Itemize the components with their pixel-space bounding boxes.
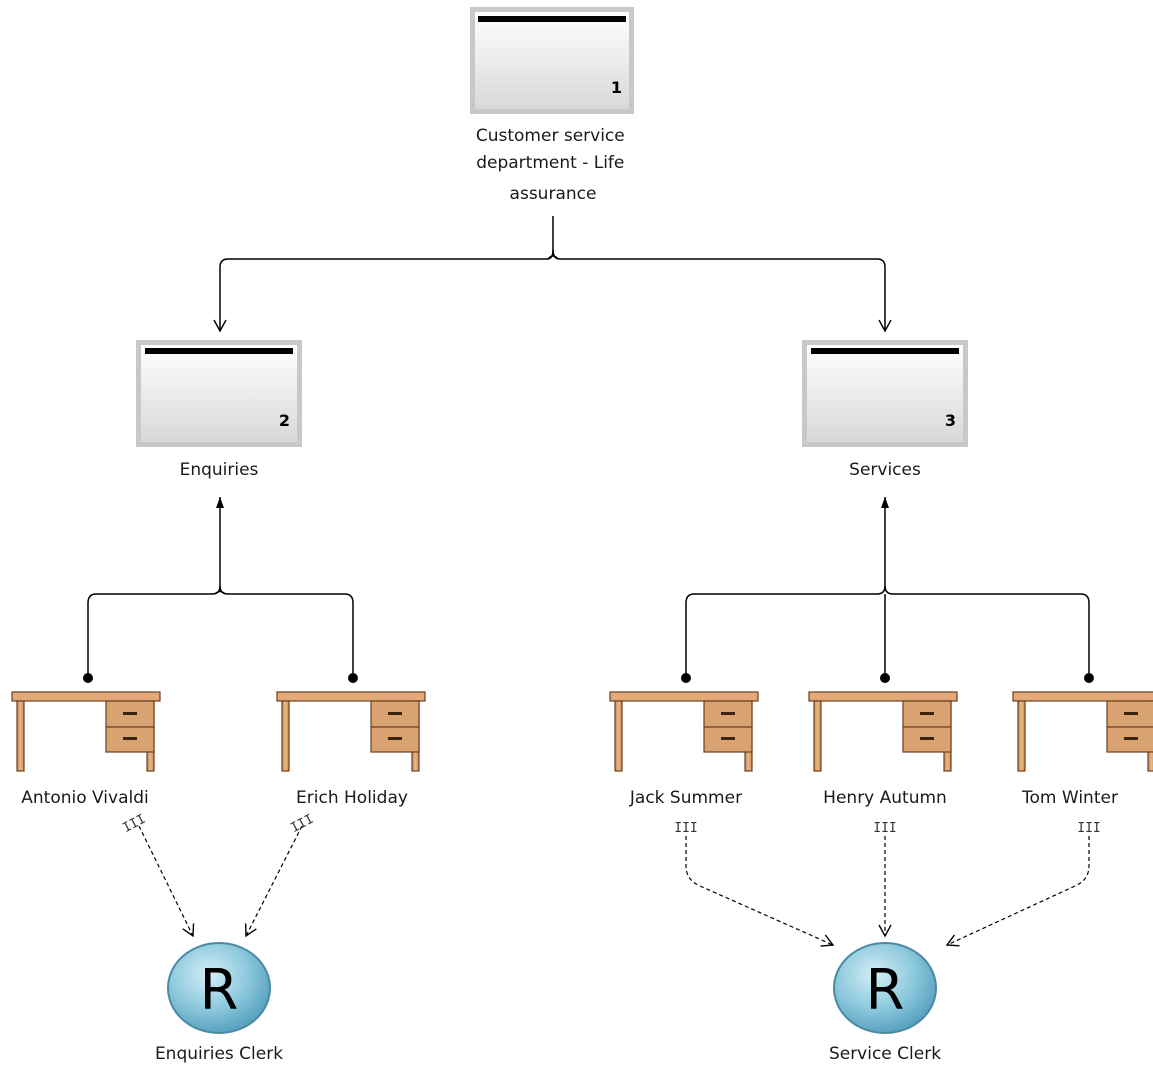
desk-icon (609, 691, 759, 772)
desk-leg (1017, 700, 1026, 772)
desk-icon (276, 691, 426, 772)
org-unit-label-line: Enquiries (180, 460, 259, 480)
connector-p2-ou2 (219, 585, 354, 676)
connector-dot-p5 (1084, 673, 1094, 683)
connector-p1-ou2 (87, 497, 224, 676)
desk-top (1012, 691, 1153, 702)
org-unit-box-inner (475, 12, 629, 109)
role-1[interactable]: R Enquiries Clerk (155, 942, 283, 1064)
connector-dot-p4 (880, 673, 890, 683)
desk-handle (388, 737, 402, 740)
desk-handle (123, 737, 137, 740)
org-unit-number: 1 (611, 78, 622, 97)
org-unit-number: 3 (945, 411, 956, 430)
org-unit-number: 2 (279, 411, 290, 430)
desk-handle (1124, 737, 1138, 740)
org-unit-label: Enquiries (180, 460, 259, 480)
desk-leg (813, 700, 822, 772)
person-name: Erich Holiday (296, 788, 408, 808)
org-unit-bar (145, 348, 293, 354)
connector-p5-ou3 (884, 585, 1090, 676)
org-unit-label-line: department - Life (476, 153, 624, 173)
connector-dot-p1 (83, 673, 93, 683)
person-name: Jack Summer (629, 788, 742, 808)
desk-handle (920, 737, 934, 740)
desk-handle (721, 712, 735, 715)
desk-handle (388, 712, 402, 715)
org-unit-label-line: assurance (510, 184, 597, 204)
role-icon (833, 942, 937, 1034)
multiplicity-marker: III (873, 821, 896, 836)
connector-dot-p2 (348, 673, 358, 683)
org-unit-label-line: Services (849, 460, 921, 480)
desk-handle (920, 712, 934, 715)
person-name: Henry Autumn (823, 788, 947, 808)
desk-drawer (105, 726, 155, 753)
desk-top (808, 691, 958, 702)
role-label: Service Clerk (829, 1044, 941, 1064)
desk-icon (1012, 691, 1153, 772)
org-unit-bar (811, 348, 959, 354)
multiplicity-marker: III (120, 812, 148, 836)
role-icon (167, 942, 271, 1034)
org-unit-1[interactable]: 1 Customer service department - Life ass… (470, 7, 634, 204)
desk-leg (281, 700, 290, 772)
role-2[interactable]: R Service Clerk (829, 942, 941, 1064)
desk-top (11, 691, 161, 702)
multiplicity-marker: III (1077, 821, 1100, 836)
connector-lines (83, 216, 1094, 683)
person-name: Tom Winter (1021, 788, 1118, 808)
desk-handle (721, 737, 735, 740)
role-label: Enquiries Clerk (155, 1044, 283, 1064)
connector-hop (547, 255, 559, 260)
desk-icon (11, 691, 161, 772)
person-name: Antonio Vivaldi (21, 788, 148, 808)
desk-leg (614, 700, 623, 772)
org-unit-label: Customer service department - Life assur… (476, 126, 630, 204)
connector-ou1-ou3 (552, 249, 892, 333)
role-letter: R (866, 958, 905, 1023)
desk-leg (16, 700, 25, 772)
role-link-p5-r2 (945, 836, 1090, 947)
org-unit-label: Services (849, 460, 921, 480)
desk-top (276, 691, 426, 702)
connector-p3-ou3 (685, 497, 889, 676)
desk-handle (1124, 712, 1138, 715)
multiplicity-marker: III (674, 821, 697, 836)
org-unit-bar (478, 16, 626, 22)
org-unit-box-inner (141, 345, 297, 442)
role-assignment-lines (138, 825, 1090, 947)
desk-handle (123, 712, 137, 715)
role-letter: R (200, 958, 239, 1023)
role-link-p3-r2 (685, 836, 835, 947)
connector-dot-p3 (681, 673, 691, 683)
desk-top (609, 691, 759, 702)
role-link-p2-r1 (244, 825, 303, 938)
role-link-p1-r1 (138, 825, 195, 938)
multiplicity-marker: III (288, 812, 316, 836)
org-unit-label-line: Customer service (476, 126, 625, 146)
connector-ou1-ou2 (213, 216, 554, 333)
connector-hop-ou2 (214, 590, 226, 595)
org-unit-2[interactable]: 2 Enquiries (136, 340, 302, 480)
org-unit-3[interactable]: 3 Services (802, 340, 968, 480)
desk-icon (808, 691, 958, 772)
org-unit-box-inner (807, 345, 963, 442)
